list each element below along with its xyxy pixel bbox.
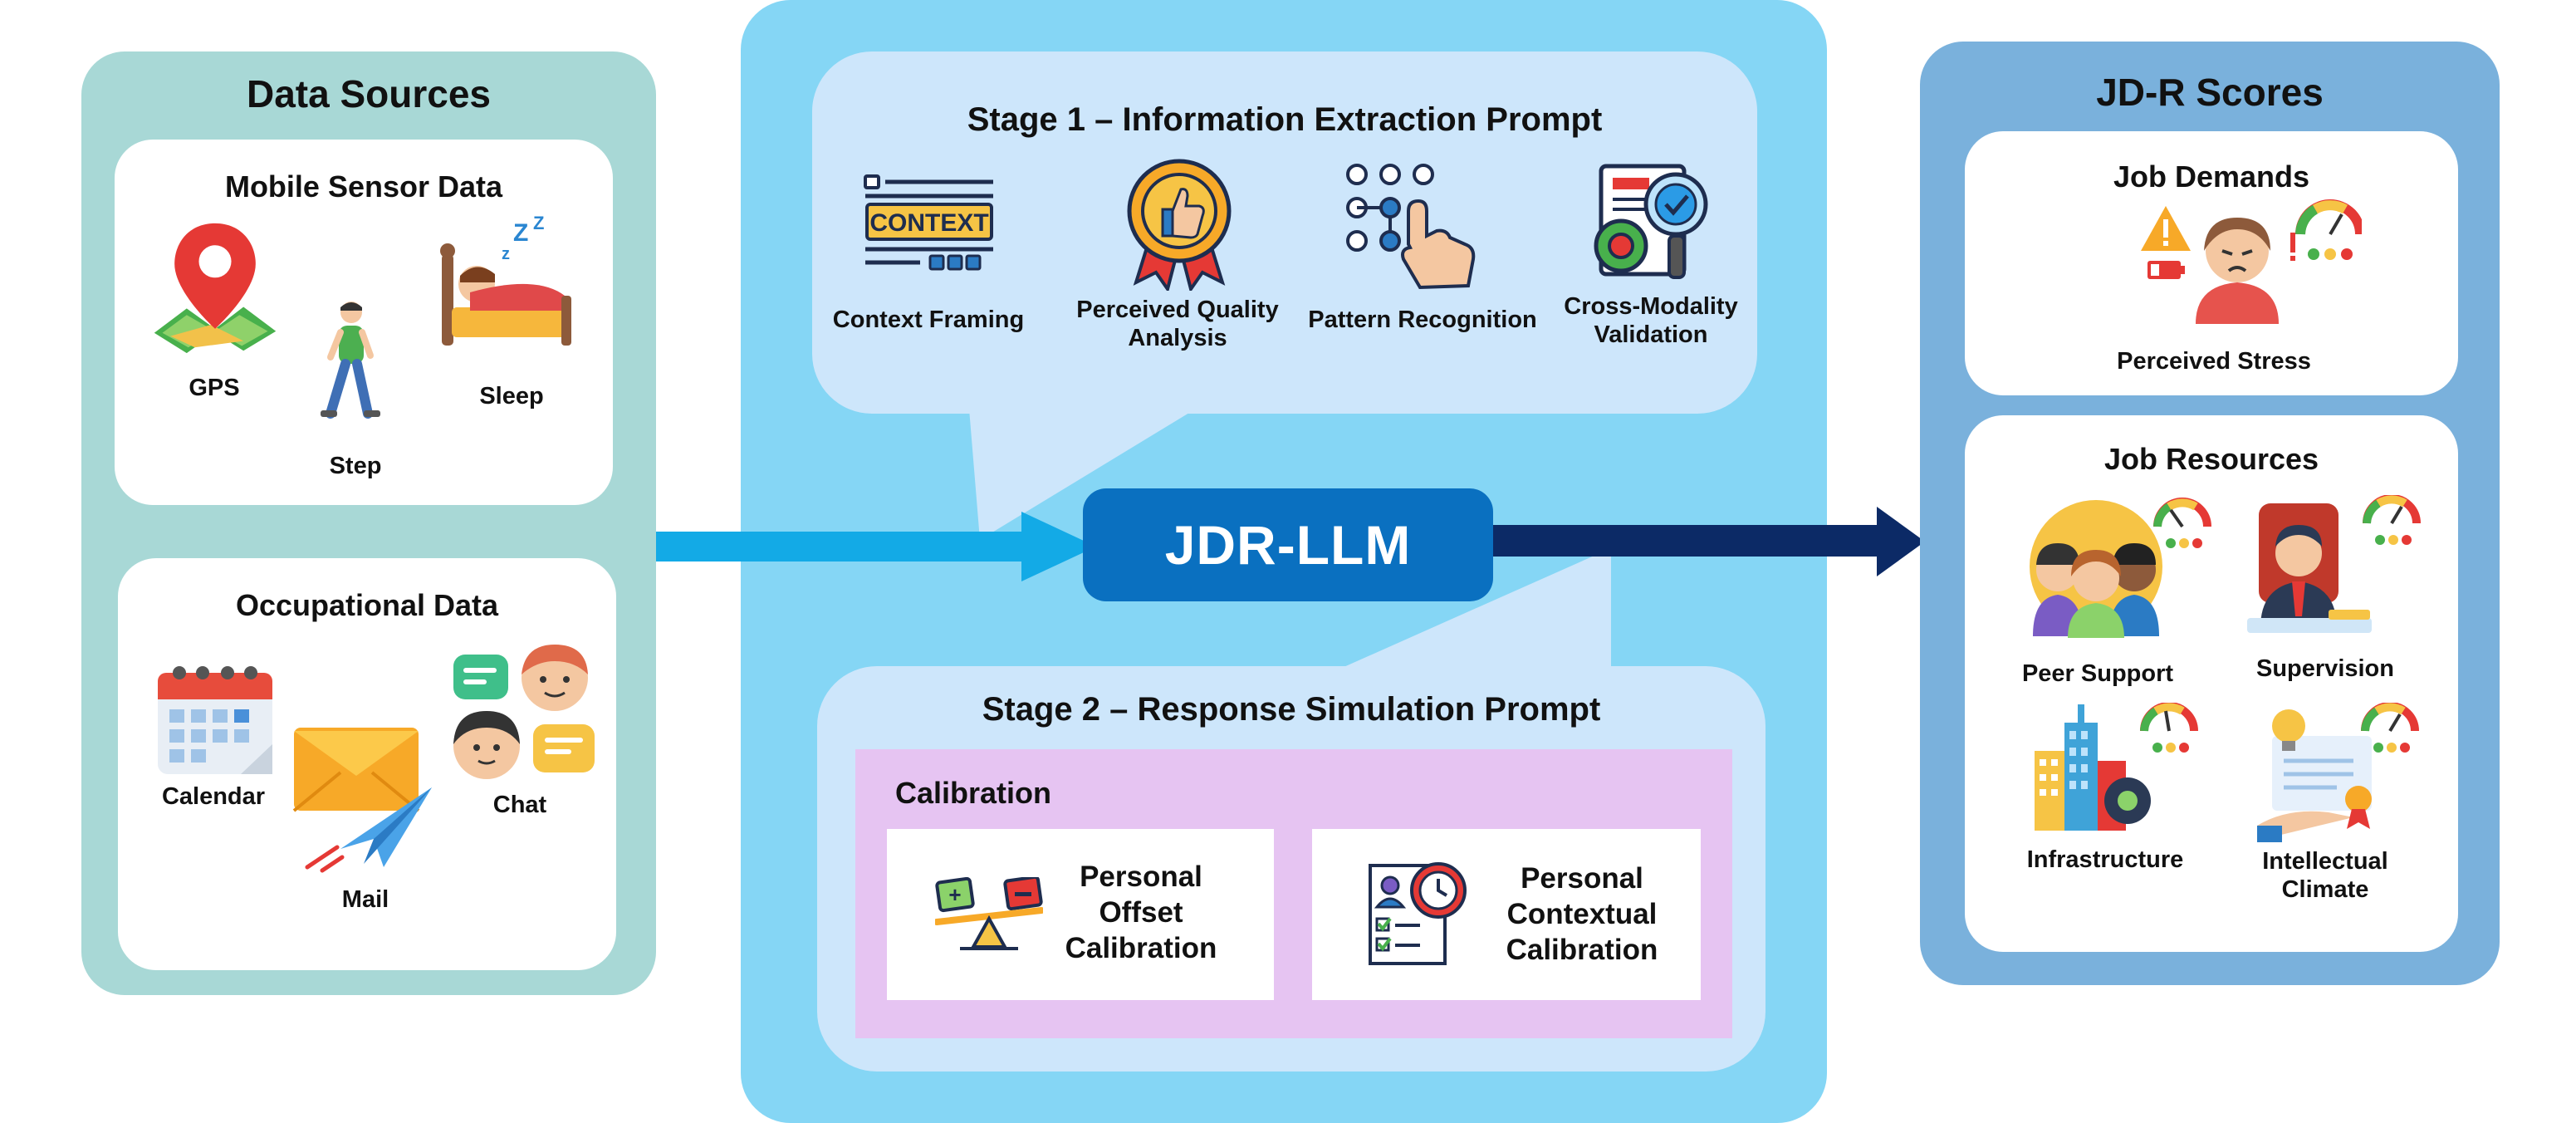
stressed-person-icon [2138,199,2362,326]
intellectual-climate-icon [2254,703,2428,844]
personal-contextual-label: Personal Contextual Calibration [1506,862,1658,966]
svg-text:Z: Z [533,216,544,233]
chat-people-icon [450,641,600,782]
occupational-card: Occupational Data Calendar [118,558,616,970]
stage2-title: Stage 2 – Response Simulation Prompt [982,691,1601,728]
pattern-recognition-label: Pattern Recognition [1308,306,1537,333]
svg-text:CONTEXT: CONTEXT [869,209,988,237]
jdr-llm-core-box: JDR-LLM [1083,488,1493,601]
job-demands-card: Job Demands Perceived Stress [1965,131,2458,395]
cross-modality-label: Cross-Modality Validation [1564,293,1738,348]
mobile-sensor-title: Mobile Sensor Data [224,169,503,204]
jdr-scores-title: JD-R Scores [2096,71,2324,114]
svg-text:z: z [502,245,510,263]
mobile-sensor-card: Mobile Sensor Data GPS [115,140,613,505]
infrastructure-icon [2031,703,2211,836]
stage1-title: Stage 1 – Information Extraction Prompt [967,101,1603,138]
context-framing-icon: CONTEXT [862,173,997,276]
intellectual-climate-label: Intellectual Climate [2262,848,2388,903]
context-framing-label: Context Framing [832,306,1025,333]
supervision-icon [2242,495,2425,638]
sleep-label: Sleep [479,383,544,409]
supervision-label: Supervision [2256,655,2394,682]
sleep-bed-icon: Z Z z [437,216,578,357]
svg-text:Z: Z [513,219,528,247]
jdr-scores-panel: JD-R Scores Job Demands [1920,42,2500,985]
stage1-bubble: Stage 1 – Information Extraction Prompt … [812,51,1757,414]
perceived-stress-label: Perceived Stress [2117,348,2311,375]
occupational-title: Occupational Data [235,588,499,622]
profile-checklist-icon [1365,861,1468,969]
gps-map-pin-icon [146,219,284,357]
job-resources-title: Job Resources [2103,442,2319,476]
infrastructure-label: Infrastructure [2026,846,2184,873]
job-resources-card: Job Resources Peer Support [1965,415,2458,952]
output-arrow [1486,507,1925,576]
calendar-label: Calendar [161,783,266,810]
peer-support-label: Peer Support [2021,660,2174,687]
personal-contextual-card: Personal Contextual Calibration [1312,829,1701,1000]
data-sources-title: Data Sources [246,72,491,115]
step-label: Step [329,453,382,479]
data-sources-panel: Data Sources Mobile Sensor Data GPS [81,51,656,995]
pattern-recognition-icon [1344,161,1480,294]
chat-label: Chat [492,792,547,818]
personal-offset-card: + Personal Offset Calibration [887,829,1274,1000]
gps-label: GPS [189,375,240,401]
jdr-llm-label: JDR-LLM [1164,514,1412,576]
perceived-quality-label: Perceived Quality Analysis [1076,297,1279,351]
calibration-title: Calibration [895,776,1052,810]
walking-person-icon [306,297,389,430]
peer-support-icon [2021,495,2212,638]
calibration-box: Calibration + Personal Offset Calibratio… [855,749,1732,1038]
balance-scale-icon: + [935,877,1043,952]
job-demands-title: Job Demands [2113,159,2310,194]
svg-text:+: + [948,882,961,907]
calendar-icon [154,661,276,777]
quality-badge-icon [1119,158,1239,291]
mail-label: Mail [341,886,389,913]
personal-offset-label: Personal Offset Calibration [1065,861,1217,964]
stage2-bubble: Stage 2 – Response Simulation Prompt Cal… [817,666,1765,1072]
cross-modality-icon [1589,161,1714,297]
input-arrow [656,512,1096,581]
mail-envelope-icon [291,724,437,874]
